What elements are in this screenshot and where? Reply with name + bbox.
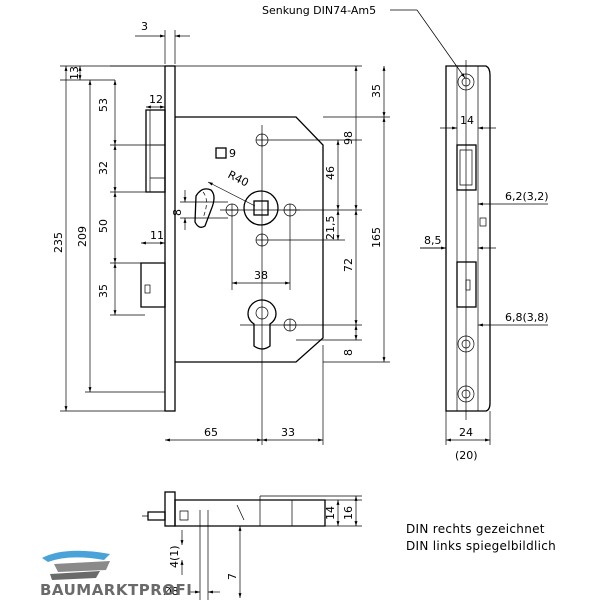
brand-logo-mark xyxy=(42,550,110,580)
dim-sq9: 9 xyxy=(229,147,236,160)
dim-3: 3 xyxy=(141,20,148,33)
dim-50: 50 xyxy=(97,219,110,233)
dim-13: 13 xyxy=(68,66,81,80)
bottom-case xyxy=(174,499,326,527)
dim-21-5: 21,5 xyxy=(324,216,337,241)
dim-33: 33 xyxy=(281,426,295,439)
dim-8-right: 8 xyxy=(342,349,355,356)
countersink-annotation: Senkung DIN74-Am5 xyxy=(262,4,376,17)
dim-53: 53 xyxy=(97,98,110,112)
side-dim-24: 24 xyxy=(459,426,473,439)
side-faceplate xyxy=(445,65,491,412)
follower xyxy=(243,190,279,226)
bottom-dim-16: 16 xyxy=(342,506,355,520)
dim-r40: R40 xyxy=(226,168,251,189)
brand-logo-text: BAUMARKTPROFI xyxy=(40,581,193,599)
dim-46: 46 xyxy=(324,166,337,180)
dim-209: 209 xyxy=(76,226,89,247)
latch-bolt xyxy=(145,109,166,193)
dim-35-right: 35 xyxy=(370,84,383,98)
bottom-dim-phi8: Ø8 xyxy=(163,585,179,598)
screw-bottom xyxy=(457,385,475,403)
dim-38: 38 xyxy=(254,269,268,282)
side-dim-8-5: 8,5 xyxy=(424,234,442,247)
bolt-opening xyxy=(456,261,477,308)
dim-65: 65 xyxy=(204,426,218,439)
dim-35: 35 xyxy=(97,284,110,298)
dim-32: 32 xyxy=(97,161,110,175)
side-dim-20: (20) xyxy=(455,449,478,462)
bottom-faceplate xyxy=(164,491,176,527)
dim-8-left: 8 xyxy=(171,209,184,216)
dim-11: 11 xyxy=(150,229,164,242)
screw-top xyxy=(457,73,475,91)
note-line-2: DIN links spiegelbildlich xyxy=(406,539,557,553)
front-view: 9 3 12 11 53 32 50 35 13 209 xyxy=(52,20,390,445)
bottom-dim-14: 14 xyxy=(324,506,337,520)
side-view: Senkung DIN74-Am5 14 6,2(3,2) 8,5 6,8(3,… xyxy=(262,4,549,462)
dim-12: 12 xyxy=(149,93,163,106)
dim-72: 72 xyxy=(342,258,355,272)
dim-235: 235 xyxy=(52,232,65,253)
follower-square xyxy=(253,200,269,216)
bottom-dim-4-1: 4(1) xyxy=(168,545,181,568)
square-symbol xyxy=(215,147,227,159)
brand-logo: BAUMARKTPROFI xyxy=(40,548,192,599)
orientation-note: DIN rechts gezeichnet DIN links spiegelb… xyxy=(406,521,556,555)
bottom-dim-7: 7 xyxy=(226,573,239,580)
latch-opening xyxy=(456,144,477,191)
lock-case xyxy=(175,116,324,363)
screw-middle xyxy=(457,335,475,353)
dim-165: 165 xyxy=(370,227,383,248)
side-dim-14: 14 xyxy=(460,114,474,127)
dim-98: 98 xyxy=(342,131,355,145)
side-dim-6-8: 6,8(3,8) xyxy=(505,311,549,324)
r40-slot xyxy=(194,188,215,228)
side-dim-6-2: 6,2(3,2) xyxy=(505,190,549,203)
bottom-view: 14 16 4(1) 7 Ø8 xyxy=(142,491,362,600)
dead-bolt xyxy=(140,262,166,308)
note-line-1: DIN rechts gezeichnet xyxy=(406,522,545,536)
faceplate xyxy=(164,65,176,412)
